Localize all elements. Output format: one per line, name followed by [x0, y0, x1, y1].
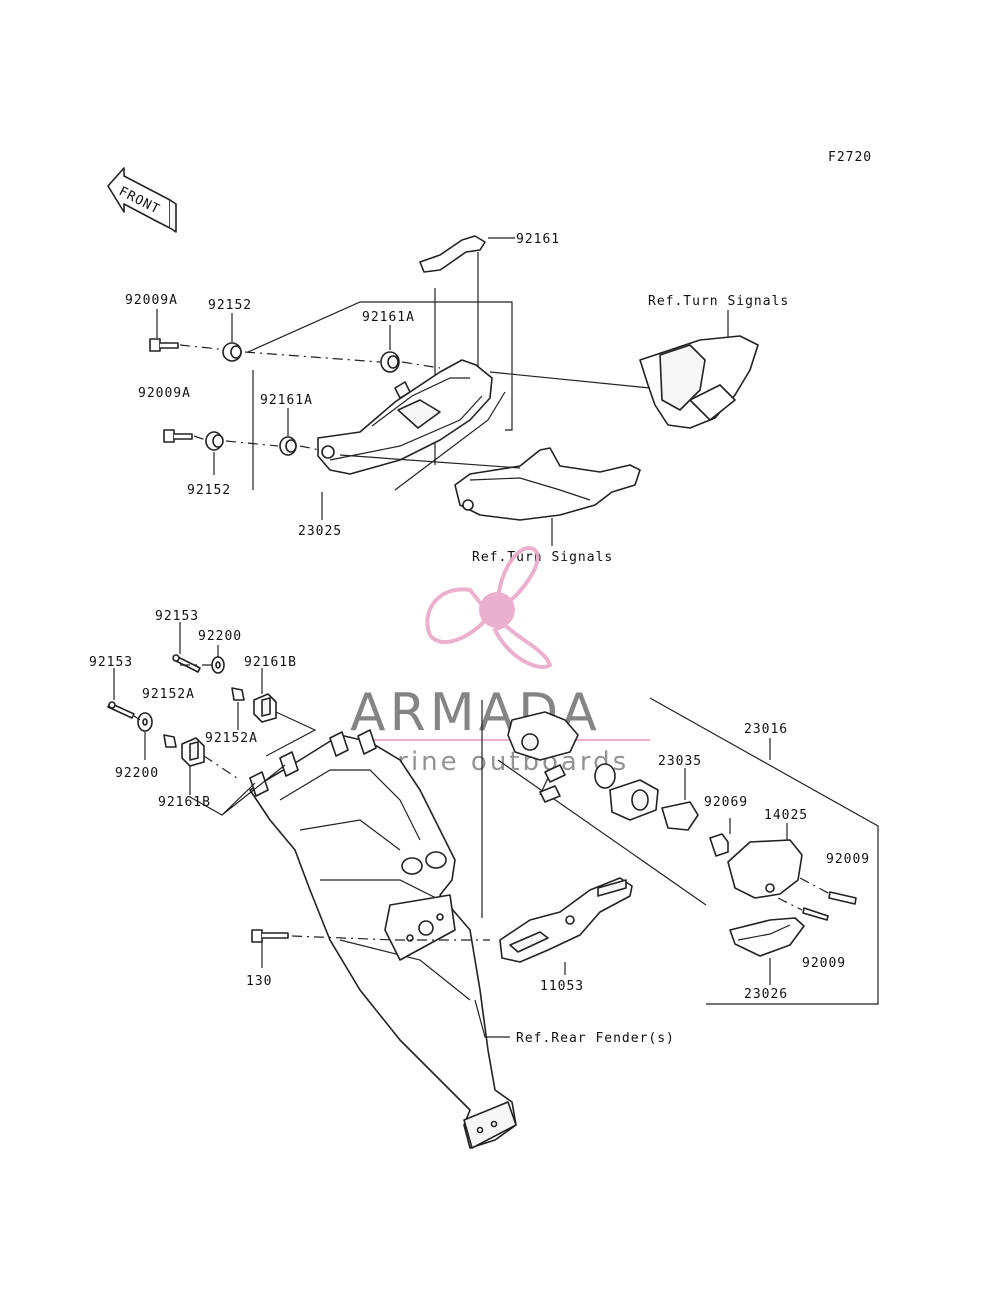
label-92153-b: 92153	[89, 655, 133, 670]
label-92200-a: 92200	[198, 629, 242, 644]
socket-23035	[594, 763, 699, 831]
front-arrow-icon: FRONT	[107, 167, 177, 233]
axis-line-top	[179, 344, 229, 351]
bulb-92069	[709, 818, 731, 857]
axis-line-mid	[193, 435, 207, 441]
label-92153-a: 92153	[155, 609, 199, 624]
armada-watermark: ARMADA marine outboards	[350, 546, 650, 777]
label-92161: 92161	[516, 232, 560, 247]
axis-line-mid-3	[299, 445, 321, 451]
damper-92161A-mid	[279, 408, 297, 456]
taillight-group-frame-bottom	[497, 759, 707, 906]
label-14025: 14025	[764, 808, 808, 823]
bolt-130	[251, 929, 289, 968]
grommet-92152-mid	[205, 431, 224, 475]
screw-92009-a	[799, 877, 857, 905]
label-ref-turn-signals-bottom: Ref.Turn Signals	[472, 550, 613, 565]
bolt-92153-b	[107, 668, 135, 719]
turn-signal-bracket-23025	[317, 359, 493, 520]
screw-92009-b	[777, 897, 829, 921]
taillight-group-frame	[649, 697, 879, 1005]
label-92009-a: 92009	[826, 852, 870, 867]
license-lamp-housing	[507, 711, 579, 803]
label-23026: 23026	[744, 987, 788, 1002]
damper-92161B-b	[181, 737, 205, 795]
label-11053: 11053	[540, 979, 584, 994]
axis-line-lower-c	[203, 755, 241, 781]
leader-rear-fender	[474, 999, 510, 1038]
axis-line-lower-b	[133, 715, 141, 721]
label-92161B-a: 92161B	[244, 655, 297, 670]
label-92009A-top: 92009A	[125, 293, 178, 308]
cover-23026	[729, 917, 805, 985]
leader-92161B-b	[189, 764, 286, 816]
collar-92152A-b	[163, 734, 177, 748]
upper-group-frame-bottom	[394, 391, 506, 491]
label-92161B-b: 92161B	[158, 795, 211, 810]
label-92069: 92069	[704, 795, 748, 810]
propeller-logo-icon	[425, 546, 553, 669]
label-23016: 23016	[744, 722, 788, 737]
rear-fender-bracket	[249, 729, 517, 1149]
lower-group-frame	[265, 711, 317, 757]
axis-line-mid-2	[225, 440, 279, 447]
label-92152A-a: 92152A	[142, 687, 195, 702]
label-92009-b: 92009	[802, 956, 846, 971]
bracket-92161	[419, 235, 515, 273]
label-ref-rear-fender: Ref.Rear Fender(s)	[516, 1031, 675, 1046]
label-92009A-mid: 92009A	[138, 386, 191, 401]
axis-line-bolt-130	[291, 935, 396, 941]
label-ref-turn-signals-top: Ref.Turn Signals	[648, 294, 789, 309]
label-92161A-top: 92161A	[362, 310, 415, 325]
label-23025: 23025	[298, 524, 342, 539]
collar-92152A-a	[231, 687, 245, 730]
screw-92009A-mid	[163, 429, 193, 443]
label-23035: 23035	[658, 754, 702, 769]
upper-group-frame	[247, 301, 513, 431]
license-bracket-11053	[499, 877, 633, 975]
screw-92009A-top	[149, 309, 179, 352]
damper-92161A-top	[380, 325, 400, 373]
label-92200-b: 92200	[115, 766, 159, 781]
turn-signal-rear-left	[454, 447, 641, 546]
axis-line-top-2	[244, 351, 381, 363]
bolt-92153-a	[172, 622, 201, 673]
figure-code: F2720	[828, 150, 872, 165]
label-92161A-mid: 92161A	[260, 393, 313, 408]
turn-signal-rear-right	[639, 310, 759, 429]
grommet-92152-top	[222, 313, 242, 362]
washer-92200-b	[137, 712, 153, 760]
leader-turn-signal-bottom	[339, 454, 521, 469]
washer-92200-a	[211, 645, 225, 674]
label-92152-mid: 92152	[187, 483, 231, 498]
leader-turn-signal-top	[489, 371, 651, 389]
lens-14025	[727, 823, 803, 899]
label-130: 130	[246, 974, 272, 989]
axis-line-top-3	[401, 361, 441, 369]
label-92152A-b: 92152A	[205, 731, 258, 746]
label-92152-top: 92152	[208, 298, 252, 313]
damper-92161B-a	[253, 668, 277, 723]
